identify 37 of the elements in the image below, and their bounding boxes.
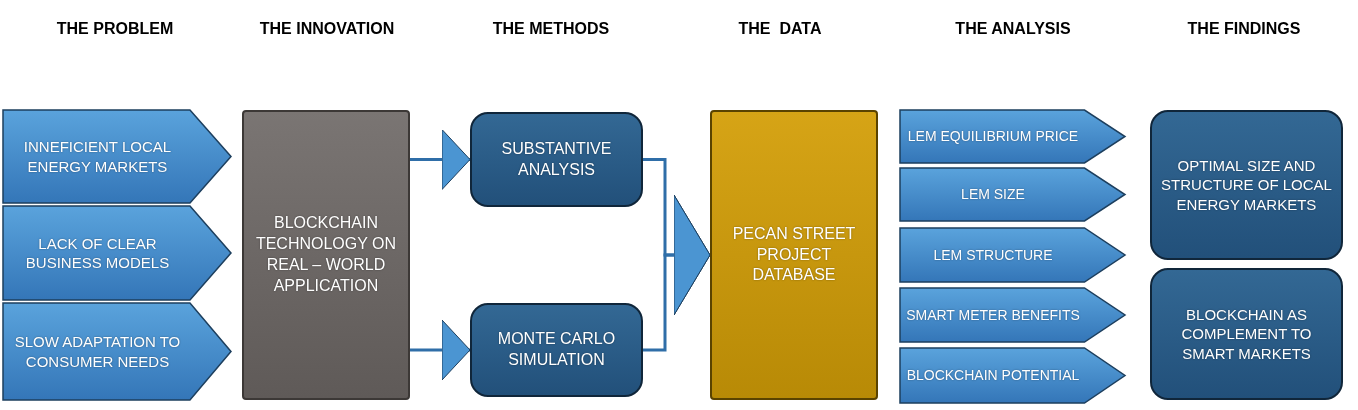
node-label: SLOW ADAPTATION TO CONSUMER NEEDS xyxy=(13,332,182,371)
chevron-box xyxy=(3,206,231,300)
chevron-box xyxy=(900,348,1125,403)
node-label: LACK OF CLEAR BUSINESS MODELS xyxy=(24,233,171,273)
node-label: LEM EQUILIBRIUM PRICE xyxy=(907,127,1079,146)
node-label: LEM STRUCTURE xyxy=(933,245,1053,265)
node-label: PECAN STREET PROJECT DATABASE xyxy=(731,223,857,286)
rounded-box xyxy=(470,303,643,397)
node-label: OPTIMAL SIZE AND STRUCTURE OF LOCAL ENERGY MARKETS xyxy=(1160,155,1333,215)
arrow xyxy=(410,129,471,190)
node-label: SMART METER BENEFITS xyxy=(906,305,1080,325)
rounded-box xyxy=(1150,110,1343,260)
chevron-box xyxy=(900,228,1125,282)
process-box xyxy=(242,110,410,400)
chevron-box xyxy=(900,288,1125,342)
arrow xyxy=(410,319,471,381)
node-label: BLOCKCHAIN TECHNOLOGY ON REAL – WORLD APPLICATION xyxy=(254,213,398,296)
chevron-box xyxy=(3,110,231,203)
column-heading: THE FINDINGS xyxy=(1186,20,1302,38)
column-heading: THE INNOVATION xyxy=(258,20,396,38)
node-label: INNEFICIENT LOCAL ENERGY MARKETS xyxy=(22,137,173,176)
column-heading: THE PROBLEM xyxy=(55,20,175,38)
node-label: MONTE CARLO SIMULATION xyxy=(496,329,617,370)
rounded-box xyxy=(1150,268,1343,400)
chevron-box xyxy=(900,110,1125,163)
arrow xyxy=(643,194,711,352)
node-label: SUBSTANTIVE ANALYSIS xyxy=(500,138,613,180)
database-box xyxy=(710,110,878,400)
chevron-box xyxy=(900,168,1125,221)
node-label: LEM SIZE xyxy=(961,185,1025,204)
node-label: BLOCKCHAIN AS COMPLEMENT TO SMART MARKETS xyxy=(1180,304,1313,364)
node-label: BLOCKCHAIN POTENTIAL xyxy=(906,366,1080,385)
rounded-box xyxy=(470,112,643,207)
column-heading: THE ANALYSIS xyxy=(954,20,1072,38)
chevron-box xyxy=(3,303,231,400)
column-heading: THE DATA xyxy=(737,20,823,38)
column-heading: THE METHODS xyxy=(491,20,611,38)
